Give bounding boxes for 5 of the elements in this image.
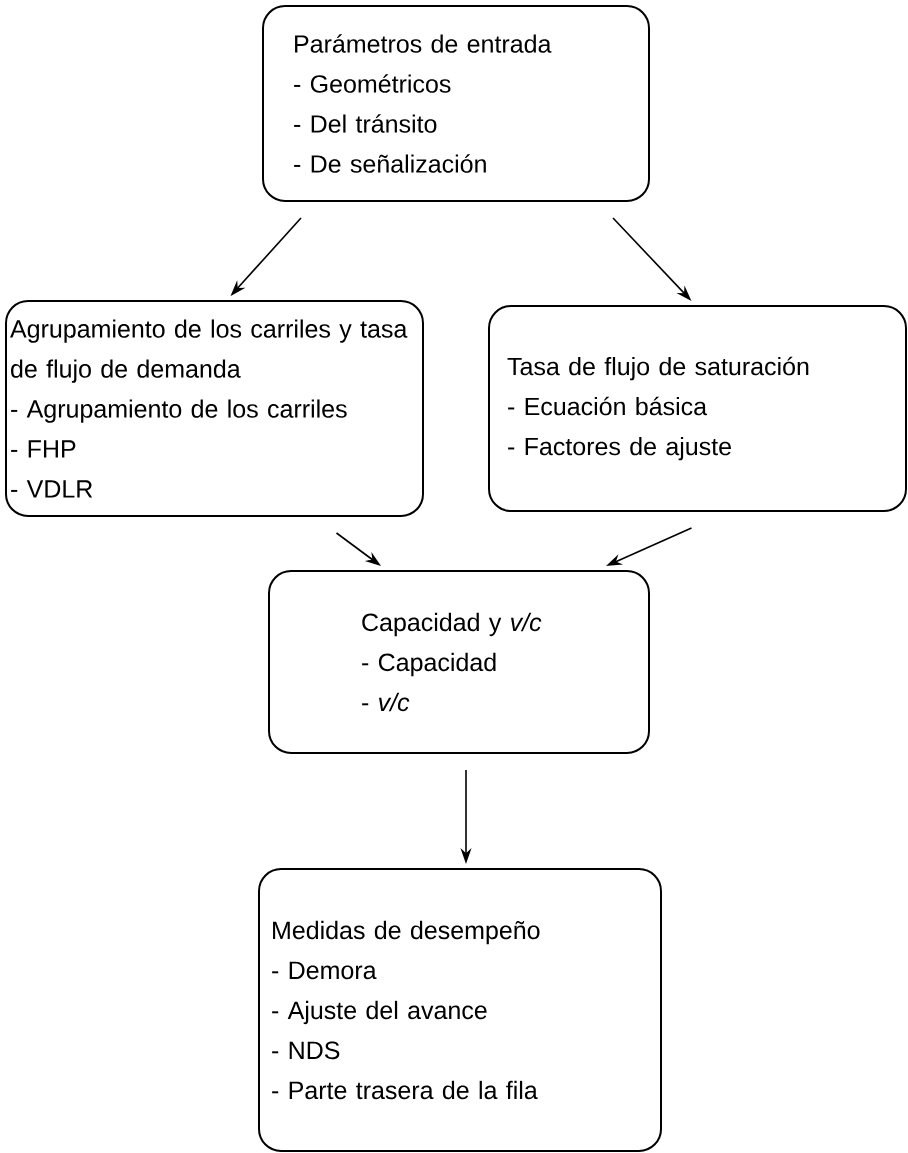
process-box: Tasa de flujo de saturación - Ecuación básica - Factores de ajuste (488, 305, 907, 512)
process-box: Parámetros de entrada - Geométricos - Del tránsito - De señalización (262, 5, 650, 202)
process-box: Medidas de desempeño - Demora - Ajuste del avance - NDS - Parte trasera de la fila (258, 868, 662, 1152)
process-box: Capacidad y v/c - Capacidad - v/c (268, 570, 650, 754)
process-box: Agrupamiento de los carriles y tasa de flujo de demanda - Agrupamiento de los carriles - FHP - VDLR (5, 300, 424, 517)
